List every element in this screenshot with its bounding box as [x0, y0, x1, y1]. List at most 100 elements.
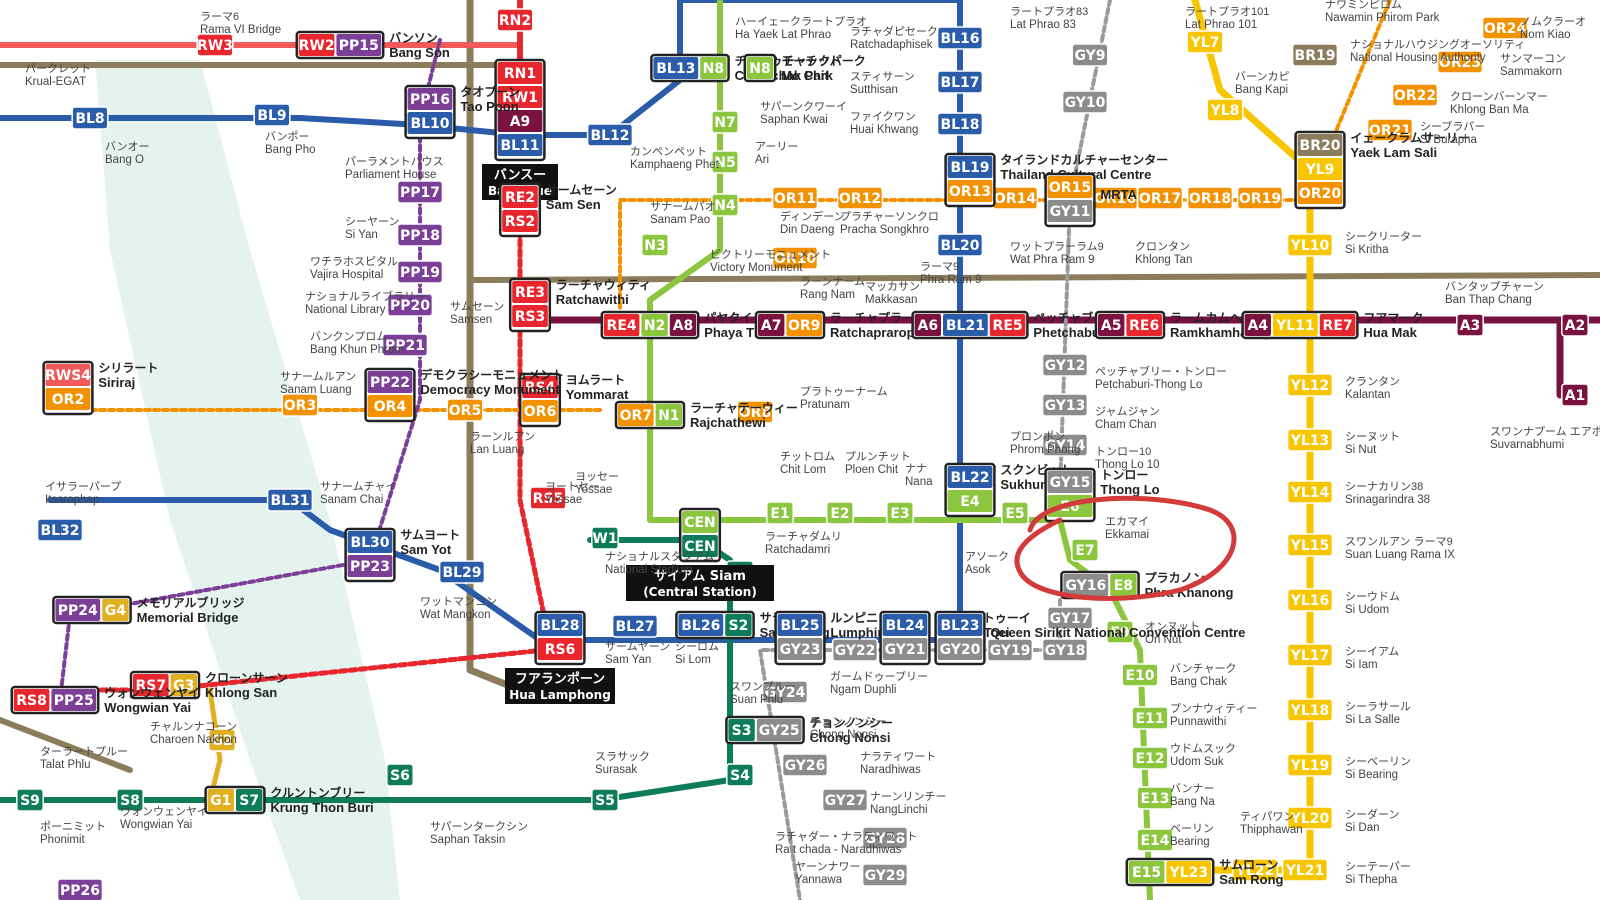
station-code-yl8[interactable]: YL8 [1206, 98, 1244, 122]
station-code-yl18[interactable]: YL18 [1286, 698, 1334, 722]
station-code-yl17[interactable]: YL17 [1286, 643, 1334, 667]
station-code-a3[interactable]: A3 [1456, 313, 1484, 337]
station-code-or19[interactable]: OR19 [1236, 186, 1284, 210]
station-code-gy29[interactable]: GY29 [861, 863, 909, 887]
station-code-or18[interactable]: OR18 [1186, 186, 1234, 210]
station-code-bl20[interactable]: BL20 [936, 233, 984, 257]
station-code-gy13[interactable]: GY13 [1041, 393, 1089, 417]
station-code-g2[interactable]: G2 [208, 728, 236, 752]
station-code-or10[interactable]: OR10 [771, 246, 819, 270]
station-code-pp17[interactable]: PP17 [396, 180, 444, 204]
station-code-or14[interactable]: OR14 [991, 186, 1039, 210]
station-code-bl32[interactable]: BL32 [36, 518, 84, 542]
station-code-bl31[interactable]: BL31 [266, 488, 314, 512]
station-code-gy18[interactable]: GY18 [1041, 638, 1089, 662]
station-code-e14[interactable]: E14 [1136, 828, 1174, 852]
station-code-gy10[interactable]: GY10 [1061, 90, 1109, 114]
station-code-rs5[interactable]: RS5 [529, 486, 567, 510]
station-code-yl20[interactable]: YL20 [1286, 806, 1334, 830]
station-code-yl14[interactable]: YL14 [1286, 480, 1334, 504]
station-code-w1[interactable]: W1 [591, 526, 619, 550]
station-code-or11[interactable]: OR11 [771, 186, 819, 210]
station-code-gy28[interactable]: GY28 [861, 826, 909, 850]
station-code-pp21[interactable]: PP21 [381, 333, 429, 357]
station-code-n7[interactable]: N7 [711, 110, 739, 134]
station-code-or22[interactable]: OR22 [1391, 83, 1439, 107]
station-code-e11[interactable]: E11 [1131, 706, 1169, 730]
station-code-bl27[interactable]: BL27 [611, 614, 659, 638]
station-code-s8[interactable]: S8 [116, 788, 144, 812]
station-code-gy27[interactable]: GY27 [821, 788, 869, 812]
station-code-n5[interactable]: N5 [711, 150, 739, 174]
station-code-or3[interactable]: OR3 [281, 393, 319, 417]
station-code-gy9[interactable]: GY9 [1071, 43, 1109, 67]
station-code-pp20[interactable]: PP20 [386, 293, 434, 317]
station-code-s4[interactable]: S4 [726, 763, 754, 787]
station-code-e10[interactable]: E10 [1121, 663, 1159, 687]
station-code-gy19[interactable]: GY19 [986, 638, 1034, 662]
station-code-gy14[interactable]: GY14 [1041, 433, 1089, 457]
station-code-yl15[interactable]: YL15 [1286, 533, 1334, 557]
station-code-e3[interactable]: E3 [886, 501, 914, 525]
station-code-a1[interactable]: A1 [1561, 383, 1589, 407]
station-code-n3[interactable]: N3 [641, 233, 669, 257]
station-code-e13[interactable]: E13 [1136, 786, 1174, 810]
station-code-pp19[interactable]: PP19 [396, 260, 444, 284]
station-code-gy26[interactable]: GY26 [781, 753, 829, 777]
station-code-e9[interactable]: E9 [1106, 620, 1134, 644]
station-code-or8[interactable]: OR8 [736, 400, 774, 424]
station-code-rn2[interactable]: RN2 [496, 8, 534, 32]
station-code-gy24[interactable]: GY24 [761, 680, 809, 704]
station-code-gy22[interactable]: GY22 [831, 638, 879, 662]
station-code-yl10[interactable]: YL10 [1286, 233, 1334, 257]
station-code-gy17[interactable]: GY17 [1046, 606, 1094, 630]
station-code-a2[interactable]: A2 [1561, 313, 1589, 337]
station-code-pp18[interactable]: PP18 [396, 223, 444, 247]
station-code-or12[interactable]: OR12 [836, 186, 884, 210]
station-code-yl16[interactable]: YL16 [1286, 588, 1334, 612]
station-code-yl21[interactable]: YL21 [1281, 858, 1329, 882]
station-code-or23[interactable]: OR23 [1436, 50, 1484, 74]
station-code-e1[interactable]: E1 [766, 501, 794, 525]
station-code-yl12[interactable]: YL12 [1286, 373, 1334, 397]
station-code-e2[interactable]: E2 [826, 501, 854, 525]
station-code-s5[interactable]: S5 [591, 788, 619, 812]
station-code-s6[interactable]: S6 [386, 763, 414, 787]
station-code-s9[interactable]: S9 [16, 788, 44, 812]
station-code-yl22[interactable]: YL22 [1231, 858, 1279, 882]
station-code-gy12[interactable]: GY12 [1041, 353, 1089, 377]
station-code-n4[interactable]: N4 [711, 193, 739, 217]
station-code-bl9[interactable]: BL9 [253, 103, 291, 127]
station-code-bl29[interactable]: BL29 [438, 560, 486, 584]
station-code-or24[interactable]: OR24 [1481, 16, 1529, 40]
station-code-yl13[interactable]: YL13 [1286, 428, 1334, 452]
station-code-e5[interactable]: E5 [1001, 501, 1029, 525]
station-code-pp26[interactable]: PP26 [56, 878, 104, 900]
